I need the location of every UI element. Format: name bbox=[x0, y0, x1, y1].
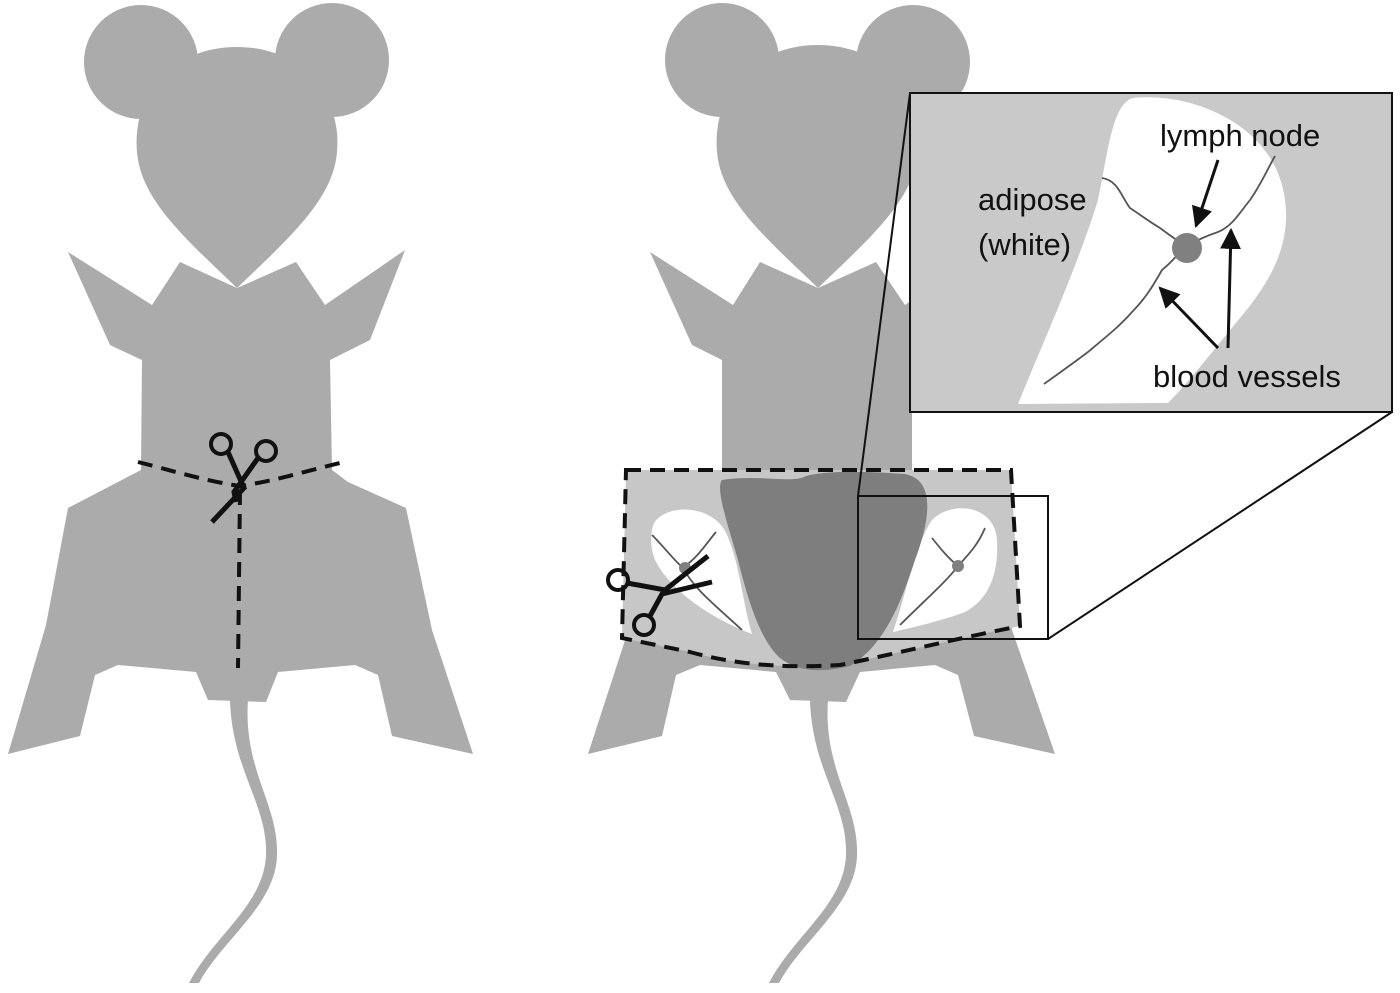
left-mouse bbox=[8, 3, 473, 983]
adipose-label: adipose bbox=[978, 182, 1087, 217]
zoom-callout bbox=[857, 92, 1393, 640]
vessel-arrow-right bbox=[1220, 227, 1242, 349]
scissors-icon bbox=[606, 554, 713, 637]
left-mouse-tail bbox=[189, 700, 278, 983]
inset-arrows bbox=[1158, 159, 1242, 350]
right-mouse bbox=[588, 3, 1055, 983]
zoom-connector-bottom bbox=[1047, 411, 1393, 640]
right-mouse-head bbox=[716, 45, 919, 288]
left-vertical-cut-line bbox=[236, 489, 242, 669]
inset-blood-vessels bbox=[1043, 155, 1276, 385]
inset-adipose-white bbox=[1018, 97, 1287, 404]
adipose-white-label: (white) bbox=[978, 227, 1072, 262]
right-lymph-node-small bbox=[952, 560, 964, 572]
lymph-node-label: lymph node bbox=[1160, 118, 1321, 153]
bladder bbox=[720, 471, 928, 671]
right-inguinal-fat-pad bbox=[893, 508, 998, 632]
lymph-node-arrow bbox=[1192, 159, 1220, 228]
zoom-source-box bbox=[857, 495, 1049, 640]
zoom-connector-top bbox=[857, 92, 911, 497]
scissors-icon bbox=[209, 432, 278, 524]
inset-border bbox=[909, 92, 1393, 413]
left-mouse-head bbox=[136, 47, 338, 288]
inset-panel bbox=[909, 92, 1393, 413]
vessel-arrow-left bbox=[1158, 286, 1220, 350]
right-cut-line bbox=[619, 468, 1023, 669]
inset-lymph-node bbox=[1172, 233, 1202, 263]
blood-vessels-label: blood vessels bbox=[1153, 359, 1341, 394]
right-mouse-tail bbox=[769, 700, 858, 983]
